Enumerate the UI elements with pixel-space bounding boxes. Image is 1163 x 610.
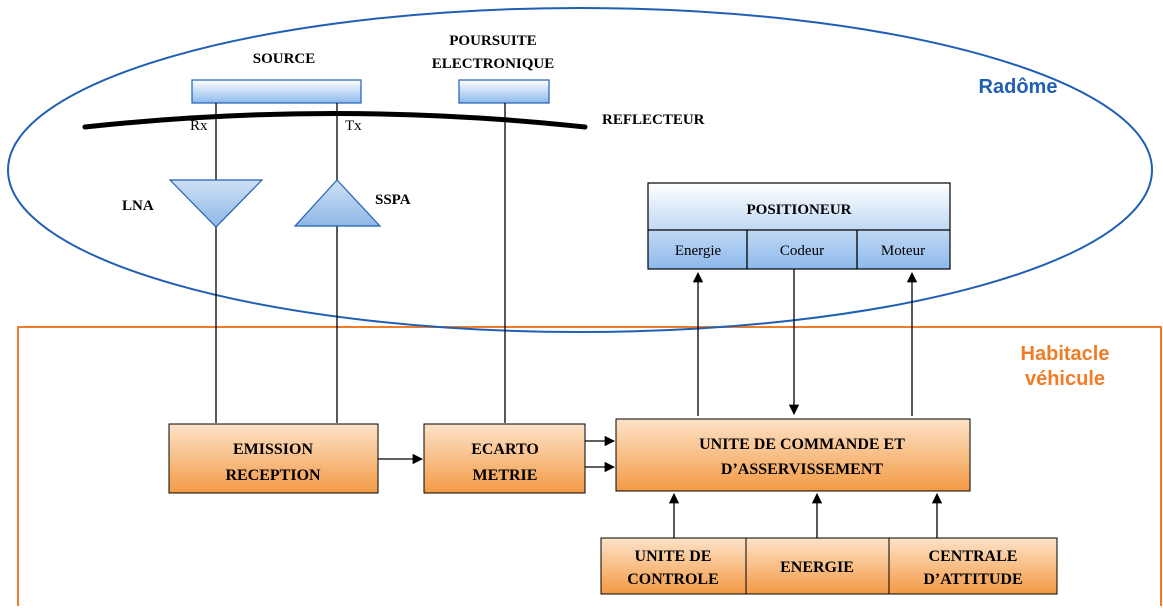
tx-label: Tx (345, 118, 362, 134)
unite-commande-box (615, 418, 971, 492)
source-box (191, 79, 362, 104)
emission-label: EMISSION (233, 441, 313, 458)
unite-commande-line2: D’ASSERVISSEMENT (721, 461, 883, 478)
vehicule-label: véhicule (1025, 368, 1105, 390)
centrale-line2: D’ATTITUDE (923, 571, 1022, 588)
positioneur-box (647, 182, 951, 270)
radome-ellipse (7, 7, 1153, 333)
unite-controle-line1: UNITE DE (635, 548, 712, 565)
unite-controle-line2: CONTROLE (627, 571, 719, 588)
poursuite-label-line2: ELECTRONIQUE (432, 56, 555, 72)
energie-box-label: ENERGIE (780, 559, 854, 576)
positioneur-codeur: Codeur (780, 243, 824, 259)
emission-reception-box (168, 423, 379, 494)
lna-amplifier (168, 179, 264, 228)
reflecteur-label: REFLECTEUR (602, 112, 705, 128)
poursuite-label-line1: POURSUITE (449, 33, 537, 49)
habitacle-zone-outline (17, 326, 1162, 606)
unite-controle-box (600, 537, 747, 595)
reflector-arc (82, 111, 588, 130)
ecartometrie-box (423, 423, 586, 494)
reception-label: RECEPTION (225, 467, 321, 484)
source-label: SOURCE (253, 51, 316, 67)
energie-box (745, 537, 890, 595)
habitacle-label: Habitacle (1021, 343, 1110, 365)
poursuite-box (458, 79, 550, 104)
positioneur-energie: Energie (675, 243, 722, 259)
centrale-attitude-box (888, 537, 1058, 595)
unite-commande-line1: UNITE DE COMMANDE ET (699, 436, 905, 453)
radome-label: Radôme (979, 76, 1058, 98)
rx-label: Rx (190, 118, 208, 134)
centrale-line1: CENTRALE (929, 548, 1018, 565)
positioneur-title: POSITIONEUR (746, 202, 851, 218)
lna-label: LNA (122, 198, 154, 214)
positioneur-moteur: Moteur (881, 243, 925, 259)
metrie-label: METRIE (473, 467, 538, 484)
sspa-amplifier (293, 179, 382, 227)
ecarto-label: ECARTO (471, 441, 539, 458)
sspa-label: SSPA (375, 192, 411, 208)
